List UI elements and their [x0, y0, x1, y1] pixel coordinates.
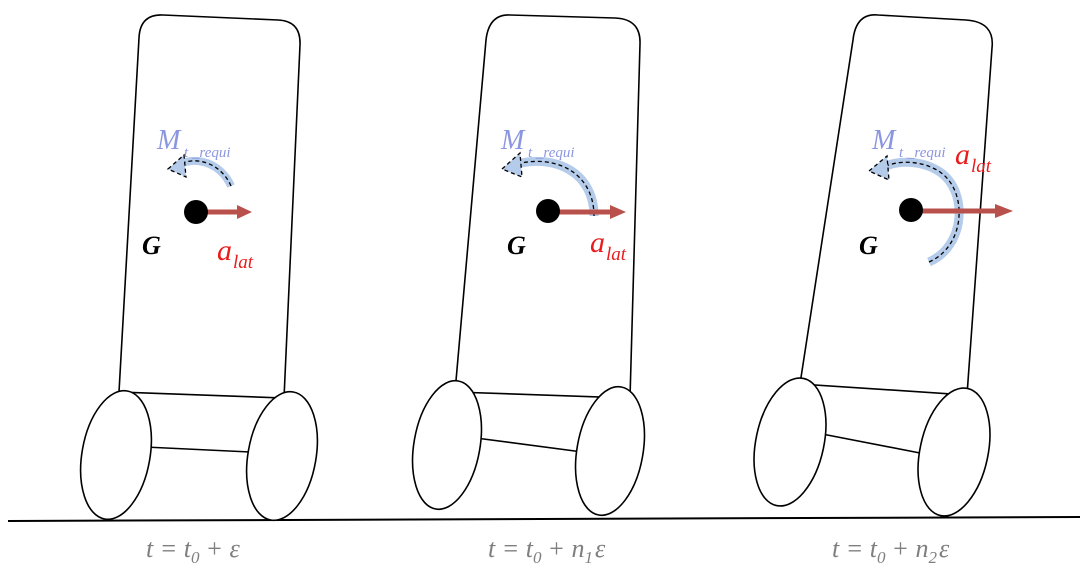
time-label: t = t0+ n1ε	[488, 534, 606, 567]
moment-subscript: t _requi	[899, 145, 946, 161]
acceleration-arrowhead	[995, 204, 1013, 218]
cog-label: G	[507, 231, 526, 260]
moment-arrow-shaft	[515, 156, 599, 217]
moment-subscript: t _requi	[184, 145, 231, 161]
accel-label: a	[590, 226, 605, 259]
left-wheel	[753, 377, 827, 507]
left-wheel	[411, 379, 483, 511]
time-label: t = t0+ n2ε	[832, 534, 950, 567]
acceleration-arrowhead	[610, 205, 626, 219]
moment-arrow-outline	[180, 160, 232, 187]
center-of-gravity-dot	[899, 198, 923, 222]
panel-3: G M t _requi a lat t = t0+ n2ε	[753, 14, 1013, 567]
acceleration-arrowhead	[237, 205, 252, 219]
axle	[144, 446, 251, 453]
accel-label: a	[955, 138, 970, 171]
moment-label: M	[500, 125, 526, 156]
right-wheel	[574, 385, 646, 517]
center-of-gravity-dot	[184, 200, 208, 224]
vehicle-body	[799, 14, 994, 396]
moment-label: M	[871, 125, 897, 156]
moment-arrow-outline	[883, 161, 960, 263]
moment-arrowhead	[500, 151, 523, 178]
accel-label: a	[217, 234, 232, 267]
cog-label: G	[142, 231, 161, 260]
cog-label: G	[859, 231, 878, 260]
right-wheel	[917, 387, 991, 517]
moment-subscript: t _requi	[528, 145, 575, 161]
moment-label: M	[156, 125, 182, 156]
panel-2: G M t _requi a lat t = t0+ n1ε	[411, 14, 646, 567]
accel-subscript: lat	[971, 156, 992, 177]
ground-line	[7, 516, 1081, 522]
axle	[816, 432, 921, 454]
moment-arrowhead	[166, 153, 187, 179]
accel-subscript: lat	[606, 244, 627, 265]
panel-1: G M t _requi a lat t = t0+ ε	[79, 14, 319, 567]
moment-arrowhead	[867, 154, 890, 182]
accel-subscript: lat	[233, 252, 254, 273]
right-wheel	[245, 390, 319, 522]
left-wheel	[79, 389, 153, 521]
center-of-gravity-dot	[536, 199, 560, 223]
vehicle-body	[118, 14, 301, 399]
time-label: t = t0+ ε	[146, 534, 241, 567]
axle	[475, 437, 591, 454]
